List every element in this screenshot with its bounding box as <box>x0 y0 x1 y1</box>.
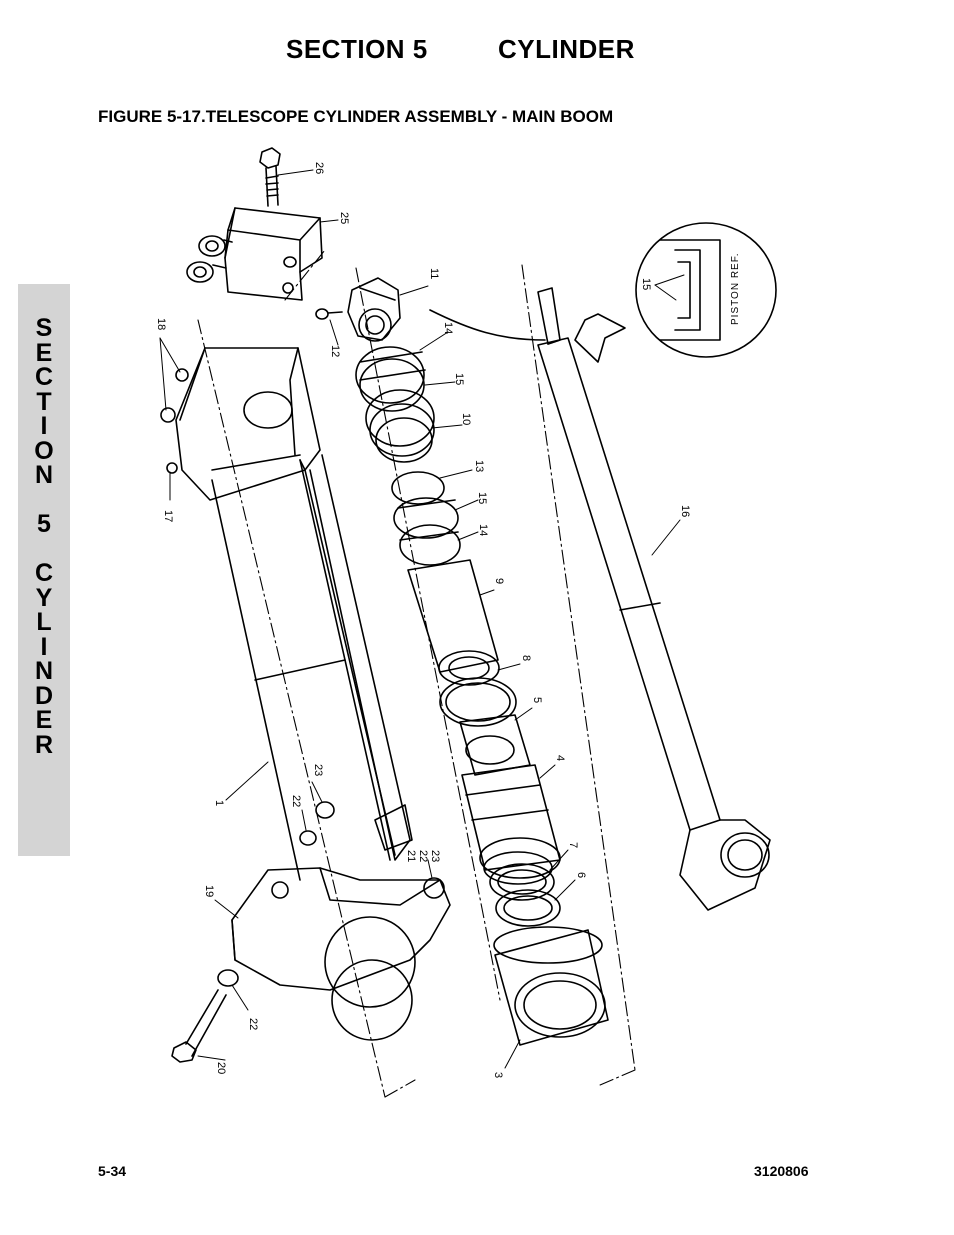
callout-9: 9 <box>493 578 505 584</box>
wiper-seals-7-6-drawing <box>489 863 561 927</box>
document-number: 3120806 <box>754 1163 809 1179</box>
piston-nut-11-drawing <box>347 277 401 342</box>
callout-17: 17 <box>162 510 174 522</box>
callout-23b: 23 <box>429 850 441 862</box>
callout-12: 12 <box>329 345 341 357</box>
side-tab-letter: E <box>35 706 53 734</box>
callout-16: 16 <box>679 505 691 517</box>
assembly-arrows-drawing <box>429 309 626 363</box>
callout-18: 18 <box>155 318 167 330</box>
setscrew-12-drawing <box>315 308 343 320</box>
valve-block-25-drawing <box>186 207 323 301</box>
side-tab-letter: I <box>40 412 48 440</box>
page-number: 5-34 <box>98 1163 127 1179</box>
callout-23a: 23 <box>312 764 324 776</box>
side-tab-letter: I <box>40 632 48 661</box>
callout-22c: 22 <box>247 1018 259 1030</box>
bolt-20-drawing <box>171 969 239 1063</box>
callout-3: 3 <box>492 1072 504 1078</box>
head-nut-3-drawing <box>493 926 609 1046</box>
callout-labels: 26 25 11 12 14 15 10 13 15 14 9 8 5 4 7 … <box>155 162 741 1078</box>
callout-7: 7 <box>567 842 579 848</box>
side-tab-letter: L <box>36 608 52 636</box>
spacer-9-drawing <box>407 559 500 686</box>
dashed-assembly-lines <box>197 249 636 1098</box>
callout-25: 25 <box>338 212 350 224</box>
side-tab-letter: 5 <box>37 510 51 538</box>
side-tab-letter: S <box>35 314 53 342</box>
callout-10: 10 <box>460 413 472 425</box>
callout-15b: 15 <box>476 492 488 504</box>
callout-15a: 15 <box>453 373 465 385</box>
side-tab-letter: C <box>34 363 54 391</box>
cylinder-head-4-drawing <box>461 764 561 885</box>
callout-1: 1 <box>213 800 225 806</box>
callout-8: 8 <box>520 655 532 661</box>
callout-inset-15: 15 <box>640 278 652 290</box>
side-tab-letter: C <box>34 559 54 587</box>
side-tab-letter: N <box>34 657 54 685</box>
callout-19: 19 <box>203 885 215 897</box>
callout-20: 20 <box>215 1062 227 1074</box>
section-name: CYLINDER <box>498 34 635 64</box>
callout-11: 11 <box>428 268 440 279</box>
callout-4: 4 <box>554 755 566 761</box>
callout-22b: 22 <box>417 850 429 862</box>
side-tab-letter: E <box>35 338 53 367</box>
callout-14a: 14 <box>442 322 454 334</box>
piston-seals-drawing <box>355 346 461 566</box>
bolt-26-drawing <box>259 147 281 207</box>
side-tab-letter: R <box>34 730 54 759</box>
side-tab-letter: O <box>34 436 54 465</box>
section-number: SECTION 5 <box>286 34 428 64</box>
side-tab-letter: T <box>36 387 52 416</box>
callout-22a: 22 <box>290 795 302 807</box>
figure-title: FIGURE 5-17.TELESCOPE CYLINDER ASSEMBLY … <box>98 107 614 126</box>
cylinder-barrel-1-drawing <box>160 347 413 881</box>
callout-14b: 14 <box>477 524 489 536</box>
side-tab-letter: Y <box>35 583 53 612</box>
orings-8-5-drawing <box>439 677 531 776</box>
callout-21: 21 <box>405 850 417 862</box>
piston-rod-16-drawing <box>537 287 771 911</box>
callout-5: 5 <box>531 697 543 703</box>
side-tab-letter: D <box>34 681 54 710</box>
mount-block-19-drawing <box>231 867 451 1041</box>
inset-label: PISTON REF. <box>730 253 741 326</box>
leader-lines <box>159 169 685 1069</box>
callout-6: 6 <box>575 872 587 878</box>
piston-ref-inset-drawing <box>635 222 777 358</box>
callout-13: 13 <box>473 460 485 472</box>
side-tab-letter: N <box>34 461 54 489</box>
callout-26: 26 <box>313 162 325 174</box>
